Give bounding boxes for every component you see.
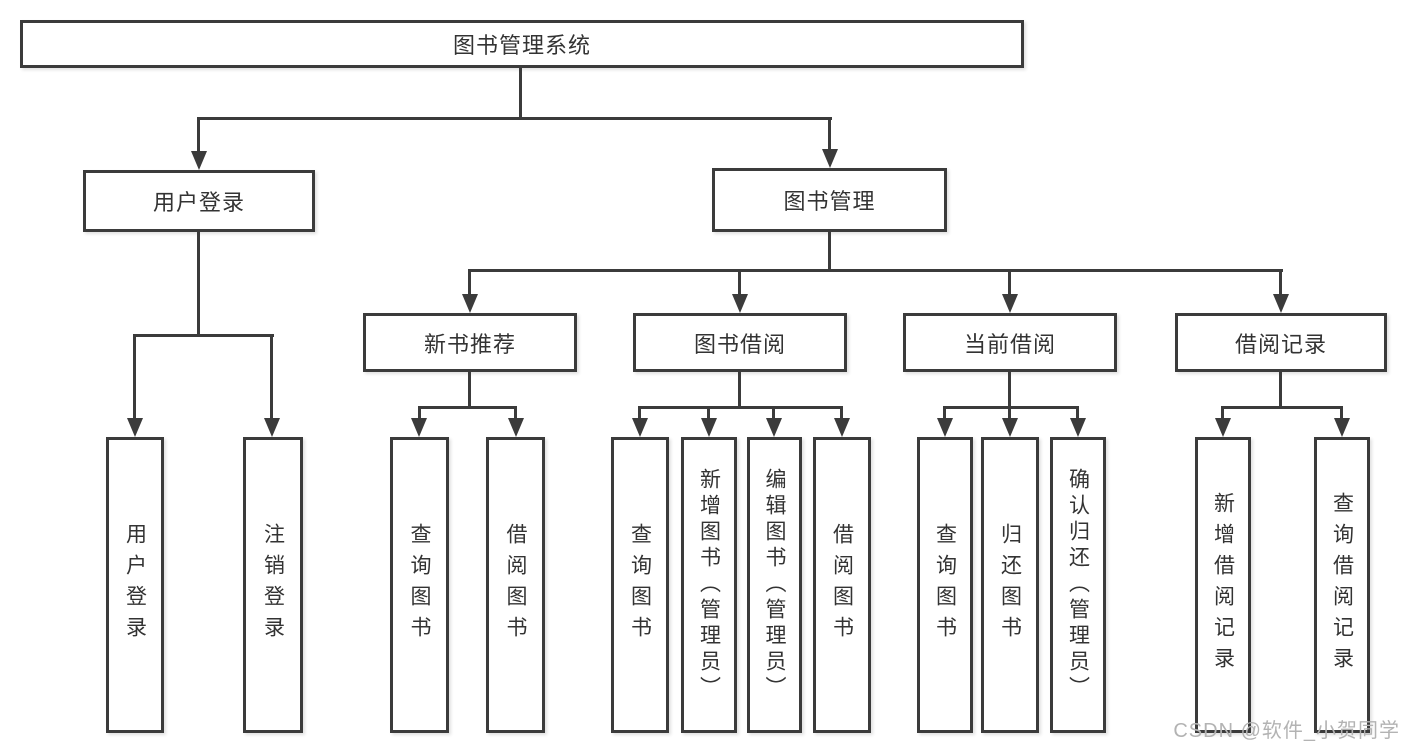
node-book-mgmt: 图书管理: [712, 168, 947, 232]
connector-records-rail: [1223, 406, 1343, 409]
connector-drop-nb-query: [418, 406, 421, 419]
arrowhead-br-query: [1334, 418, 1350, 437]
arrowhead-records: [1273, 294, 1289, 313]
arrowhead-new-books: [462, 294, 478, 313]
leaf-cb-query-books: 查询图书: [917, 437, 973, 733]
leaf-nb-query-books-label: 查询图书: [408, 523, 431, 647]
csdn-watermark: CSDN @软件_小贺同学: [1173, 720, 1400, 742]
connector-root-rail: [198, 117, 832, 120]
arrowhead-bb-query: [632, 418, 648, 437]
arrowhead-cb-return: [1002, 418, 1018, 437]
connector-new-books-stem: [468, 372, 471, 409]
arrowhead-user-login: [191, 151, 207, 170]
connector-root-stem: [519, 68, 522, 119]
arrowhead-cb-query: [937, 418, 953, 437]
leaf-cb-confirm-return-admin: 确认归还（管理员）: [1050, 437, 1106, 733]
leaf-cb-confirm-return-admin-label: 确认归还（管理员）: [1066, 468, 1090, 702]
leaf-nb-borrow-books: 借阅图书: [486, 437, 545, 733]
connector-drop-cb-query: [943, 406, 946, 419]
connector-drop-current: [1008, 269, 1011, 296]
connector-records-stem: [1279, 372, 1282, 409]
leaf-cb-query-books-label: 查询图书: [933, 523, 957, 647]
node-new-books: 新书推荐: [363, 313, 577, 372]
connector-drop-br-query: [1340, 406, 1343, 419]
arrowhead-logout-leaf: [264, 418, 280, 437]
leaf-br-query-record-label: 查询借阅记录: [1330, 492, 1354, 678]
connector-drop-nb-borrow: [514, 406, 517, 419]
node-borrow-records-label: 借阅记录: [1234, 331, 1327, 357]
arrowhead-bb-borrow: [834, 418, 850, 437]
leaf-bb-add-books-admin: 新增图书（管理员）: [681, 437, 737, 733]
connector-drop-bb-add: [707, 406, 710, 419]
node-user-login-label: 用户登录: [152, 190, 245, 215]
arrowhead-current: [1002, 294, 1018, 313]
arrowhead-book-mgmt: [822, 149, 838, 168]
connector-drop-new-books: [468, 269, 471, 296]
node-new-books-label: 新书推荐: [423, 331, 516, 357]
node-book-borrowing-label: 图书借阅: [693, 331, 786, 357]
connector-current-stem: [1008, 372, 1011, 409]
arrowhead-cb-confirm: [1070, 418, 1086, 437]
connector-drop-bb-query: [638, 406, 641, 419]
connector-drop-br-add: [1221, 406, 1224, 419]
connector-current-rail: [945, 406, 1079, 409]
leaf-user-login: 用户登录: [106, 437, 164, 733]
connector-drop-user-login: [197, 117, 200, 153]
leaf-bb-edit-books-admin-label: 编辑图书（管理员）: [763, 468, 786, 702]
leaf-bb-edit-books-admin: 编辑图书（管理员）: [747, 437, 802, 733]
arrowhead-bb-edit: [766, 418, 782, 437]
arrowhead-bb-add: [701, 418, 717, 437]
node-current-borrowing: 当前借阅: [903, 313, 1117, 372]
connector-drop-logout-leaf: [270, 334, 273, 419]
arrowhead-nb-query: [411, 418, 427, 437]
leaf-nb-query-books: 查询图书: [390, 437, 449, 733]
connector-user-login-stem: [197, 232, 200, 336]
leaf-bb-query-books-label: 查询图书: [628, 523, 652, 647]
leaf-nb-borrow-books-label: 借阅图书: [504, 523, 527, 647]
connector-drop-bb-borrow: [840, 406, 843, 419]
leaf-bb-borrow-books: 借阅图书: [813, 437, 871, 733]
leaf-br-add-record: 新增借阅记录: [1195, 437, 1251, 733]
connector-drop-book-mgmt: [828, 117, 831, 150]
leaf-user-login-label: 用户登录: [123, 523, 147, 647]
connector-drop-borrowing: [738, 269, 741, 296]
node-book-mgmt-label: 图书管理: [783, 189, 876, 214]
leaf-logout: 注销登录: [243, 437, 303, 733]
connector-book-mgmt-rail: [470, 269, 1283, 272]
node-user-login: 用户登录: [83, 170, 315, 232]
connector-borrowing-stem: [738, 372, 741, 409]
connector-new-books-rail: [419, 406, 517, 409]
connector-drop-records: [1279, 269, 1282, 296]
arrowhead-login-leaf: [127, 418, 143, 437]
leaf-cb-return-books-label: 归还图书: [998, 523, 1022, 647]
connector-drop-cb-confirm: [1076, 406, 1079, 419]
connector-user-login-rail: [134, 334, 274, 337]
node-root: 图书管理系统: [20, 20, 1024, 68]
arrowhead-br-add: [1215, 418, 1231, 437]
node-borrow-records: 借阅记录: [1175, 313, 1387, 372]
leaf-br-query-record: 查询借阅记录: [1314, 437, 1370, 733]
leaf-bb-add-books-admin-label: 新增图书（管理员）: [697, 468, 721, 702]
connector-borrowing-rail: [640, 406, 843, 409]
leaf-bb-query-books: 查询图书: [611, 437, 669, 733]
arrowhead-nb-borrow: [508, 418, 524, 437]
leaf-cb-return-books: 归还图书: [981, 437, 1039, 733]
connector-book-mgmt-stem: [828, 232, 831, 272]
connector-drop-login-leaf: [133, 334, 136, 419]
leaf-bb-borrow-books-label: 借阅图书: [830, 523, 854, 647]
leaf-br-add-record-label: 新增借阅记录: [1211, 492, 1235, 678]
connector-drop-cb-return: [1008, 406, 1011, 419]
node-book-borrowing: 图书借阅: [633, 313, 847, 372]
node-current-borrowing-label: 当前借阅: [963, 331, 1056, 357]
connector-drop-bb-edit: [772, 406, 775, 419]
arrowhead-borrowing: [732, 294, 748, 313]
leaf-logout-label: 注销登录: [261, 523, 285, 647]
node-root-label: 图书管理系统: [452, 33, 591, 58]
